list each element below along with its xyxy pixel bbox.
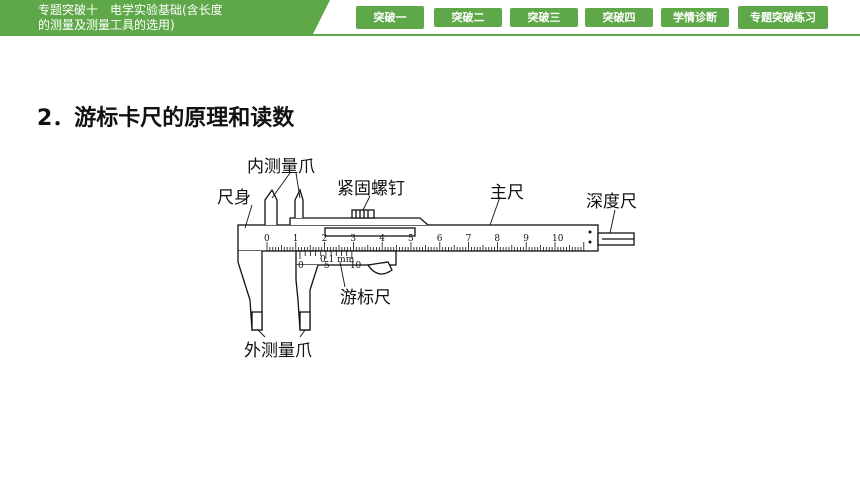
main-scale-number: 5 — [408, 234, 414, 244]
fixed-inner-jaw — [264, 188, 278, 225]
tab-breakthrough-3[interactable]: 突破三 — [510, 8, 578, 27]
main-scale-number: 1 — [293, 234, 299, 244]
tab-breakthrough-4[interactable]: 突破四 — [585, 8, 653, 27]
section-heading: 2．游标卡尺的原理和读数 — [37, 106, 295, 131]
thumb-wheel — [366, 261, 393, 275]
lock-screw — [351, 209, 375, 219]
label-main-scale: 主尺 — [490, 183, 524, 203]
main-scale-number: 10 — [552, 234, 564, 244]
main-scale-number: 7 — [466, 234, 472, 244]
movable-inner-jaw — [294, 188, 304, 218]
label-inner-jaw: 内测量爪 — [247, 157, 315, 177]
movable-outer-jaw — [295, 264, 319, 331]
label-vernier: 游标尺 — [340, 288, 391, 308]
tab-breakthrough-1[interactable]: 突破一 — [356, 6, 424, 29]
header-divider — [312, 34, 860, 36]
chapter-title-line2: 的测量及测量工具的选用) — [38, 18, 175, 32]
tab-diagnosis[interactable]: 学情诊断 — [661, 8, 729, 27]
main-scale-number: 6 — [437, 234, 443, 244]
vernier-number: 0 — [298, 261, 304, 271]
tab-practice[interactable]: 专题突破练习 — [738, 6, 828, 29]
vernier-precision-label: 0.1 mm — [320, 255, 355, 265]
main-scale-number: 2 — [322, 234, 328, 244]
depth-rod — [597, 232, 635, 246]
tab-breakthrough-2[interactable]: 突破二 — [434, 8, 502, 27]
main-scale-number: 4 — [379, 234, 385, 244]
chapter-title-line1: 专题突破十 电学实验基础(含长度 — [38, 3, 223, 17]
main-scale-number: 9 — [523, 234, 529, 244]
header-bar: 专题突破十 电学实验基础(含长度 的测量及测量工具的选用) 突破一 突破二 突破… — [0, 0, 860, 36]
vernier-ticks — [299, 251, 353, 259]
label-lock-screw: 紧固螺钉 — [337, 179, 405, 199]
slider-top — [289, 217, 429, 226]
main-scale-ticks — [266, 242, 585, 251]
main-scale-number: 0 — [264, 234, 270, 244]
chapter-title-banner: 专题突破十 电学实验基础(含长度 的测量及测量工具的选用) — [0, 0, 330, 36]
fixed-outer-jaw — [237, 251, 263, 331]
label-depth-rod: 深度尺 — [586, 192, 637, 212]
vernier-scale-bar — [295, 250, 397, 266]
vernier-number: 5 — [324, 261, 330, 271]
label-outer-jaw: 外测量爪 — [244, 341, 312, 361]
main-scale-bar — [237, 224, 599, 252]
main-scale-number: 8 — [494, 234, 500, 244]
vernier-number: 10 — [350, 261, 362, 271]
label-body: 尺身 — [217, 188, 251, 208]
main-scale-number: 3 — [350, 234, 356, 244]
